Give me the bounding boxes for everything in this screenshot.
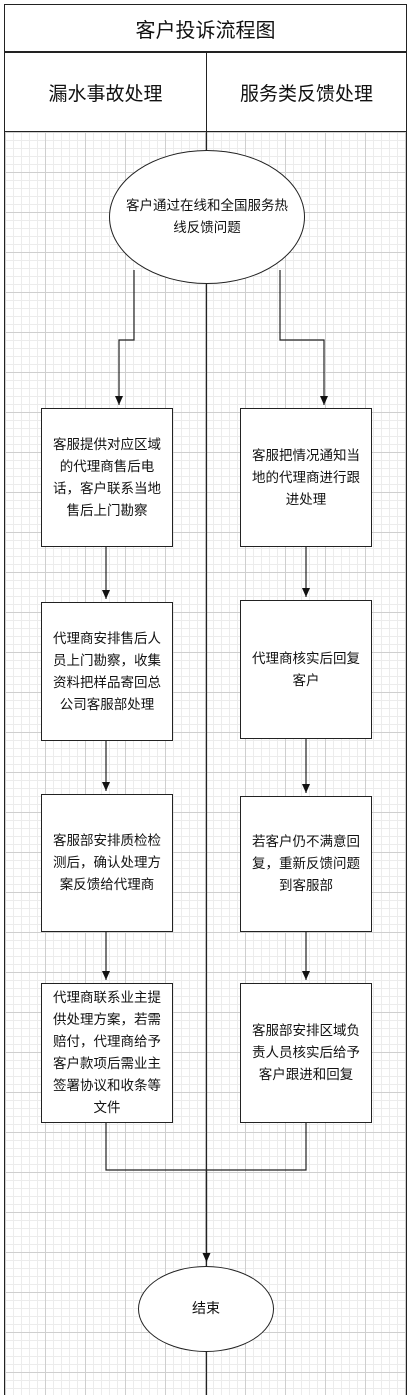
lane-header-service: 服务类反馈处理	[206, 52, 407, 132]
right-step-4: 客服部安排区域负责人员核实后给予客户跟进和回复	[240, 983, 372, 1123]
right-step-1: 客服把情况通知当地的代理商进行跟进处理	[240, 408, 372, 547]
left-step-4: 代理商联系业主提供处理方案，若需赔付，代理商给予客户款项后需业主签署协议和收条等…	[41, 983, 173, 1123]
start-node: 客户通过在线和全国服务热线反馈问题	[109, 150, 305, 284]
diagram-title: 客户投诉流程图	[4, 4, 407, 52]
left-step-3: 客服部安排质检检测后，确认处理方案反馈给代理商	[41, 794, 173, 932]
right-step-3: 若客户仍不满意回复，重新反馈问题到客服部	[240, 796, 372, 932]
swimlane-canvas	[4, 132, 407, 1395]
lane-header-leak: 漏水事故处理	[4, 52, 207, 132]
left-step-1: 客服提供对应区域的代理商售后电话，客户联系当地售后上门勘察	[41, 408, 173, 547]
left-step-2: 代理商安排售后人员上门勘察，收集资料把样品寄回总公司客服部处理	[41, 602, 173, 741]
right-step-2: 代理商核实后回复客户	[240, 600, 372, 739]
end-node: 结束	[138, 1266, 274, 1352]
